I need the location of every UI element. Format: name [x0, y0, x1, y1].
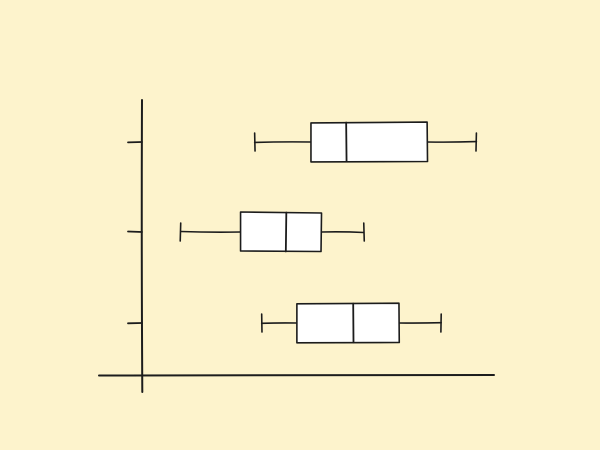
box-2-cap-min	[179, 222, 182, 242]
box-3-iqr	[296, 302, 401, 344]
plot-area	[179, 121, 478, 344]
box-2-iqr	[239, 211, 323, 253]
y-axis-ticks	[127, 141, 143, 325]
box-2-cap-max	[362, 222, 366, 242]
box-2-whisker-low	[179, 230, 242, 233]
box-1-whisker-high	[426, 140, 478, 143]
y-axis-line	[140, 99, 144, 393]
x-axis-line	[98, 373, 495, 377]
box-2-whisker-high	[320, 231, 365, 234]
box-1	[253, 121, 478, 163]
box-2-median	[284, 211, 288, 253]
box-1-whisker-low	[253, 141, 312, 144]
box-3	[260, 302, 442, 344]
box-2	[179, 211, 366, 253]
y-tick-2	[127, 230, 143, 233]
box-1-iqr	[310, 121, 429, 163]
